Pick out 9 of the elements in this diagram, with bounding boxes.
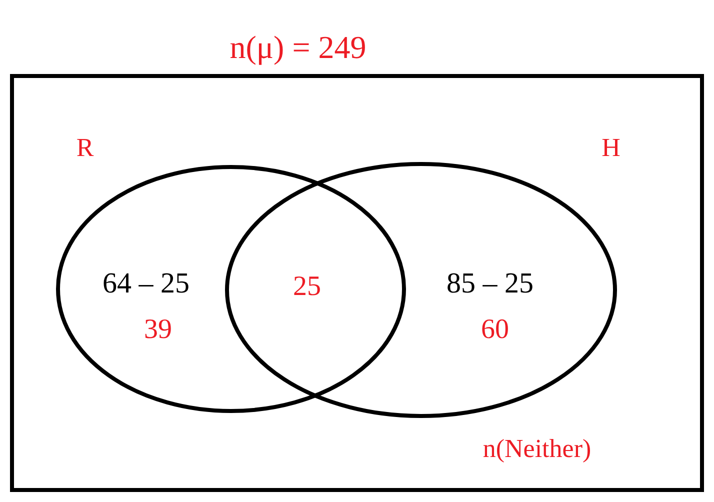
intersection-count: 25: [293, 273, 321, 301]
region-label: n(Neither): [482, 436, 592, 462]
set-label: R: [76, 135, 94, 161]
region-expression: 64 – 25: [102, 270, 190, 298]
universal-set-label: n(μ) = 249: [230, 31, 366, 63]
region-count: 60: [481, 316, 509, 344]
region-expression: 85 – 25: [446, 270, 534, 298]
set-label: H: [602, 135, 620, 161]
region-count: 39: [144, 316, 172, 344]
